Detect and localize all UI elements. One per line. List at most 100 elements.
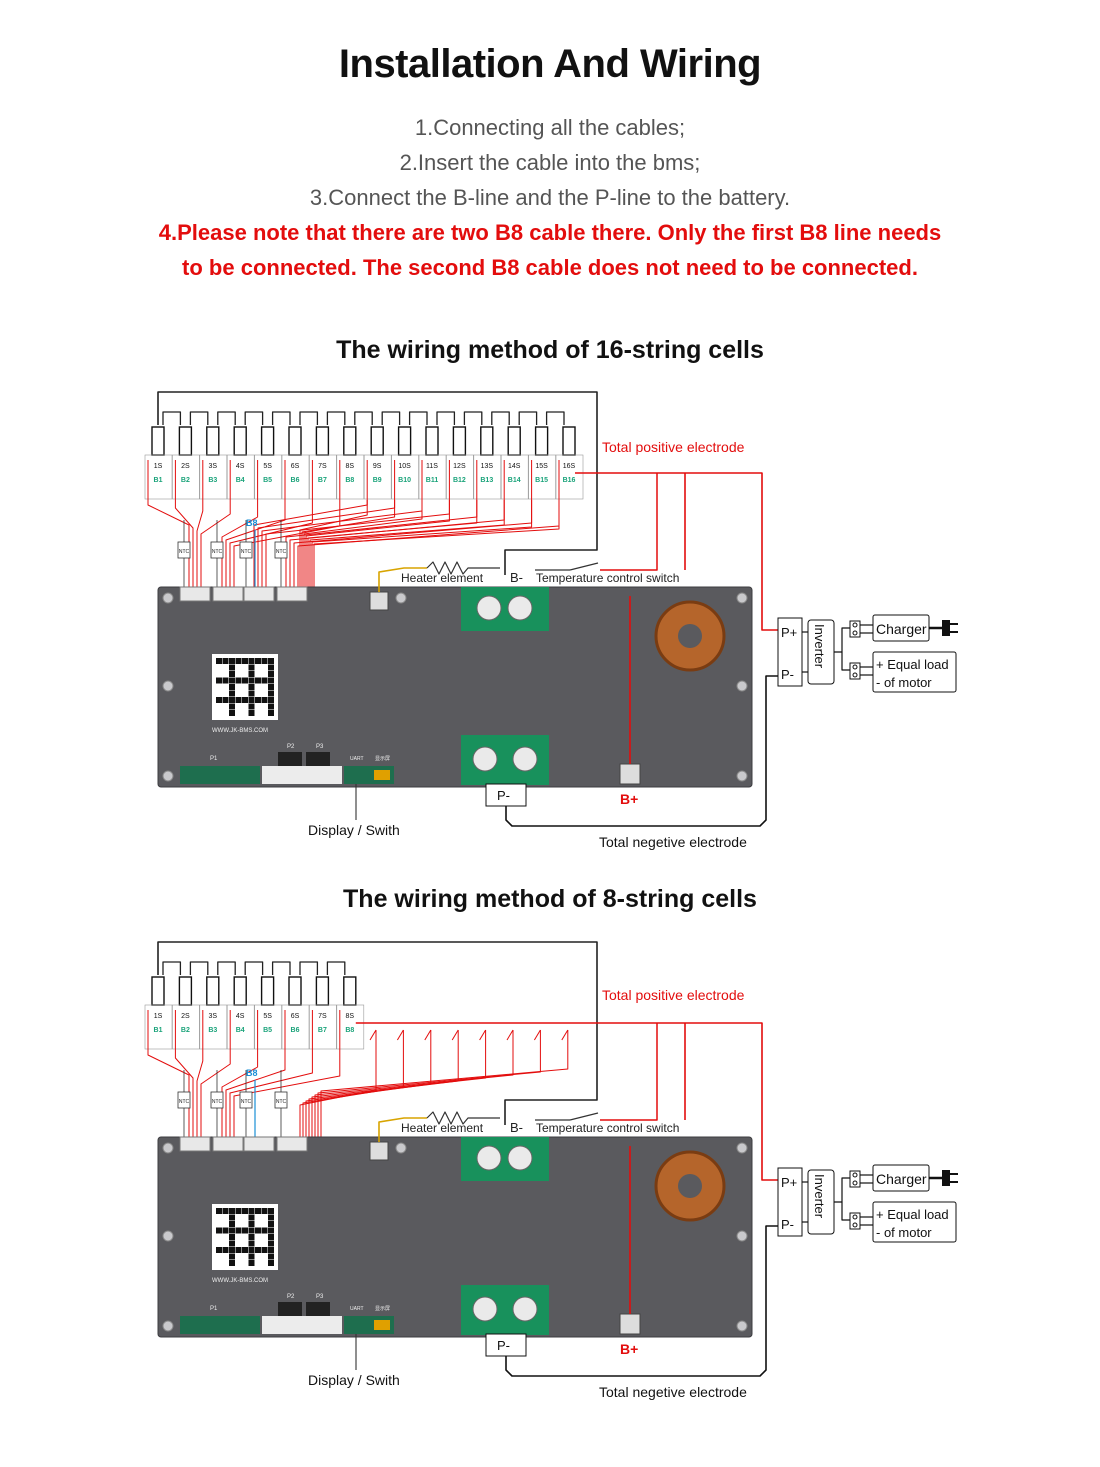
battery-cell bbox=[260, 976, 275, 1006]
qr-module bbox=[242, 1247, 248, 1253]
total-positive-label: Total positive electrode bbox=[602, 439, 745, 455]
cell-label-box bbox=[391, 454, 419, 500]
step-2: 2.Insert the cable into the bms; bbox=[399, 150, 701, 175]
connector-white bbox=[298, 1316, 342, 1334]
total-negative-wire bbox=[505, 1225, 778, 1377]
qr-module bbox=[248, 690, 255, 697]
note-line-1: 4.Please note that there are two B8 cabl… bbox=[158, 220, 942, 245]
display-cn-label: 显示屏 bbox=[375, 1306, 390, 1312]
cell-label-box bbox=[309, 454, 337, 500]
bms-board bbox=[157, 586, 753, 788]
cell-label-box bbox=[336, 454, 365, 500]
sense-wire bbox=[196, 1010, 204, 1142]
terminal-screw bbox=[852, 664, 858, 670]
sense-wire bbox=[196, 460, 204, 592]
heater-wire bbox=[378, 567, 427, 592]
uart-label: UART bbox=[350, 1306, 364, 1312]
wire bbox=[834, 627, 850, 653]
b-label: B1 bbox=[154, 1027, 163, 1034]
switch-blade bbox=[569, 562, 599, 571]
qr-module bbox=[248, 697, 255, 703]
series-link bbox=[162, 961, 182, 975]
terminal-block bbox=[849, 620, 861, 638]
unused-wire-end bbox=[561, 1029, 569, 1041]
qr-module bbox=[268, 1260, 274, 1266]
qr-module bbox=[268, 1247, 274, 1253]
qr-module bbox=[229, 1214, 235, 1221]
terminal-block bbox=[849, 1212, 861, 1230]
qr-module bbox=[248, 1208, 255, 1214]
diagram-8-title: The wiring method of 8-string cells bbox=[343, 885, 757, 913]
p-minus-bolt bbox=[512, 746, 538, 772]
b8-label: B8 bbox=[246, 518, 258, 528]
p-minus-label: P- bbox=[497, 1338, 510, 1353]
qr-module bbox=[229, 1253, 235, 1260]
b8-label: B8 bbox=[246, 1068, 258, 1078]
cell-label-box bbox=[446, 454, 474, 500]
b-label: B6 bbox=[291, 477, 300, 484]
sense-wire bbox=[297, 460, 560, 592]
wire bbox=[841, 652, 850, 671]
qr-module bbox=[235, 658, 242, 664]
qr-module bbox=[248, 703, 255, 710]
cell-label: 9S bbox=[373, 463, 382, 470]
p2-connector bbox=[278, 752, 302, 766]
cell-label: 6S bbox=[291, 463, 300, 470]
b-minus-label: B- bbox=[510, 570, 523, 585]
sense-wire bbox=[253, 460, 368, 592]
qr-module bbox=[268, 1234, 274, 1240]
b-plus-terminal bbox=[619, 1313, 641, 1335]
unused-sense-wire bbox=[311, 1030, 487, 1142]
series-link bbox=[463, 411, 483, 425]
battery-cell bbox=[562, 426, 576, 456]
battery-cell bbox=[260, 426, 275, 456]
sense-wire bbox=[174, 1010, 194, 1142]
cell-label-box bbox=[281, 1004, 310, 1050]
qr-module bbox=[268, 664, 274, 671]
cell-label: 1S bbox=[154, 1013, 163, 1020]
p-minus-out-label: P- bbox=[781, 1217, 794, 1232]
terminal-screw bbox=[852, 1222, 858, 1228]
qr-module bbox=[229, 1227, 235, 1234]
b-label: B2 bbox=[181, 477, 190, 484]
b-label: B16 bbox=[563, 477, 576, 484]
qr-module bbox=[248, 1234, 255, 1240]
cell-label-box bbox=[363, 454, 392, 500]
series-link bbox=[299, 411, 319, 425]
battery-cell bbox=[343, 976, 357, 1006]
switch-positive-wire bbox=[600, 1023, 658, 1121]
heater-label: Heater element bbox=[401, 571, 484, 585]
website-label: WWW.JK-BMS.COM bbox=[212, 1278, 268, 1284]
battery-cell bbox=[343, 426, 357, 456]
series-link bbox=[381, 411, 401, 425]
p-minus-bolt bbox=[472, 1296, 498, 1322]
wire bbox=[834, 1177, 850, 1203]
unused-sense-wire bbox=[314, 1030, 514, 1142]
series-link bbox=[244, 961, 264, 975]
series-link bbox=[326, 411, 346, 425]
p3-label: P3 bbox=[316, 744, 324, 750]
cell-label: 4S bbox=[236, 463, 245, 470]
cell-label-box bbox=[336, 1004, 365, 1050]
qr-module bbox=[229, 658, 235, 664]
qr-module bbox=[248, 710, 255, 716]
battery-cell bbox=[151, 426, 165, 456]
qr-module bbox=[261, 1208, 268, 1214]
sense-wire bbox=[200, 460, 231, 592]
qr-module bbox=[216, 1247, 222, 1253]
b-label: B8 bbox=[345, 1027, 354, 1034]
display-label: Display / Swith bbox=[308, 822, 400, 838]
mount-hole bbox=[736, 770, 748, 782]
p3-connector bbox=[306, 752, 330, 766]
qr-module bbox=[268, 1214, 274, 1221]
qr-module bbox=[229, 710, 235, 716]
inverter-label: Inverter bbox=[812, 1174, 827, 1219]
unused-wire-end bbox=[424, 1029, 432, 1041]
inductor-core bbox=[678, 1174, 702, 1198]
b-label: B9 bbox=[373, 477, 382, 484]
cell-label-box bbox=[528, 454, 556, 500]
qr-module bbox=[216, 658, 222, 664]
cell-label: 10S bbox=[398, 463, 411, 470]
cell-label-box bbox=[473, 454, 502, 500]
total-positive-label: Total positive electrode bbox=[602, 987, 745, 1003]
